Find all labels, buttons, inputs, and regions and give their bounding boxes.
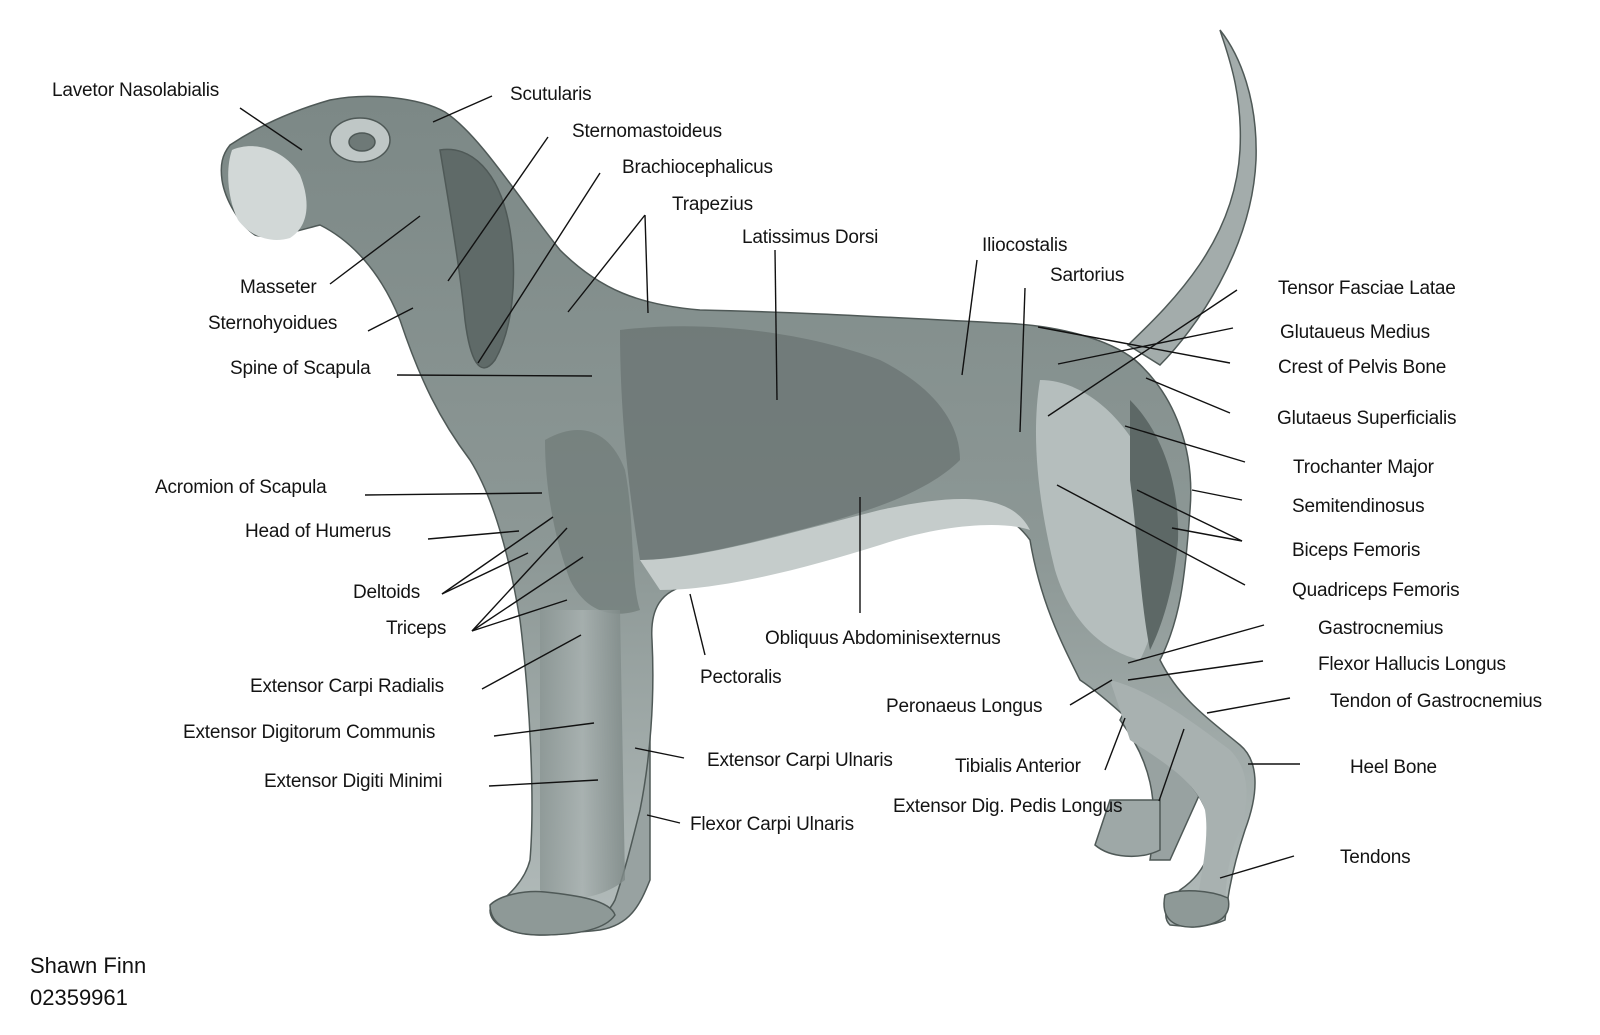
label-lavetor-nasolabialis: Lavetor Nasolabialis [52, 80, 220, 101]
label-trochanter-major: Trochanter Major [1293, 457, 1434, 478]
label-crest-of-pelvis-bone: Crest of Pelvis Bone [1278, 357, 1447, 378]
label-tendon-of-gastrocnemius: Tendon of Gastrocnemius [1330, 691, 1542, 712]
label-glutaueus-medius: Glutaueus Medius [1280, 322, 1430, 343]
label-triceps: Triceps [386, 618, 447, 639]
label-sternohyoidues: Sternohyoidues [208, 313, 338, 334]
label-tibialis-anterior: Tibialis Anterior [955, 756, 1081, 777]
label-trapezius: Trapezius [672, 194, 753, 215]
label-spine-of-scapula: Spine of Scapula [230, 358, 371, 379]
label-sternomastoideus: Sternomastoideus [572, 121, 722, 142]
label-heel-bone: Heel Bone [1350, 757, 1437, 778]
label-latissimus-dorsi: Latissimus Dorsi [742, 227, 879, 248]
label-biceps-femoris: Biceps Femoris [1292, 540, 1421, 561]
label-brachiocephalicus: Brachiocephalicus [622, 157, 773, 178]
label-flexor-carpi-ulnaris: Flexor Carpi Ulnaris [690, 814, 854, 835]
label-extensor-carpi-radialis: Extensor Carpi Radialis [250, 676, 444, 697]
label-tensor-fasciae-latae: Tensor Fasciae Latae [1278, 278, 1456, 299]
label-extensor-digitorum-communis: Extensor Digitorum Communis [183, 722, 436, 743]
label-head-of-humerus: Head of Humerus [245, 521, 391, 542]
label-iliocostalis: Iliocostalis [982, 235, 1068, 256]
label-pectoralis: Pectoralis [700, 667, 782, 688]
label-obliquus-abdominisexternus: Obliquus Abdominisexternus [765, 628, 1001, 649]
label-sartorius: Sartorius [1050, 265, 1125, 286]
label-masseter: Masseter [240, 277, 317, 298]
label-flexor-hallucis-longus: Flexor Hallucis Longus [1318, 654, 1506, 675]
label-gastrocnemius: Gastrocnemius [1318, 618, 1444, 639]
label-quadriceps-femoris: Quadriceps Femoris [1292, 580, 1460, 601]
label-extensor-digiti-minimi: Extensor Digiti Minimi [264, 771, 443, 792]
label-tendons: Tendons [1340, 847, 1411, 868]
label-acromion-of-scapula: Acromion of Scapula [155, 477, 327, 498]
label-peronaeus-longus: Peronaeus Longus [886, 696, 1043, 717]
dog-body [220, 29, 1257, 936]
leader-lines [239, 95, 1300, 879]
label-scutularis: Scutularis [510, 84, 592, 105]
label-glutaeus-superficialis: Glutaeus Superficialis [1277, 408, 1457, 429]
label-semitendinosus: Semitendinosus [1292, 496, 1425, 517]
label-deltoids: Deltoids [353, 582, 421, 603]
label-extensor-dig-pedis-longus: Extensor Dig. Pedis Longus [893, 796, 1123, 817]
label-extensor-carpi-ulnaris: Extensor Carpi Ulnaris [707, 750, 893, 771]
author-name: Shawn Finn [30, 953, 147, 978]
student-id: 02359961 [30, 985, 128, 1010]
